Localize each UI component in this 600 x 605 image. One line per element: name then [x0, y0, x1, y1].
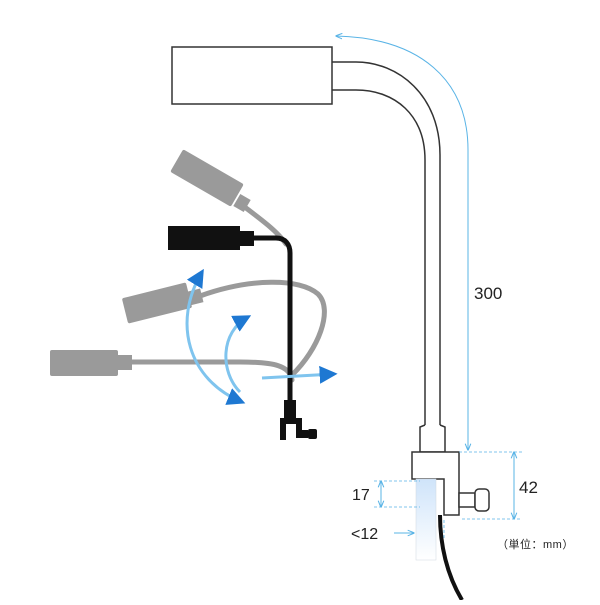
gooseneck-inner-edge	[332, 89, 426, 425]
lamp-head	[171, 46, 333, 105]
unit-note: （単位：mm）	[497, 539, 574, 551]
dim-300-line	[336, 36, 468, 450]
tilt-rotation-arrow	[224, 315, 252, 394]
gray-lamp-lower	[50, 350, 295, 383]
power-cord	[438, 514, 464, 602]
dimension-label-12: <12	[351, 526, 379, 543]
dimension-lines	[336, 36, 522, 540]
black-lamp	[168, 226, 317, 440]
desk-surface	[415, 478, 464, 602]
swivel-rotation-arrow	[261, 365, 338, 384]
neck-collar	[419, 424, 446, 453]
dimension-label-17: 17	[352, 487, 370, 504]
clamp	[411, 451, 490, 516]
dimension-label-42: 42	[519, 478, 538, 497]
dimension-label-300: 300	[474, 284, 503, 303]
clamp-screw	[458, 492, 476, 508]
gooseneck-outer-edge	[332, 61, 441, 425]
rotation-arrows	[185, 268, 338, 405]
clamp-knob	[474, 488, 490, 512]
desk-edge	[415, 478, 437, 561]
pitch-rotation-arrow	[185, 268, 246, 405]
